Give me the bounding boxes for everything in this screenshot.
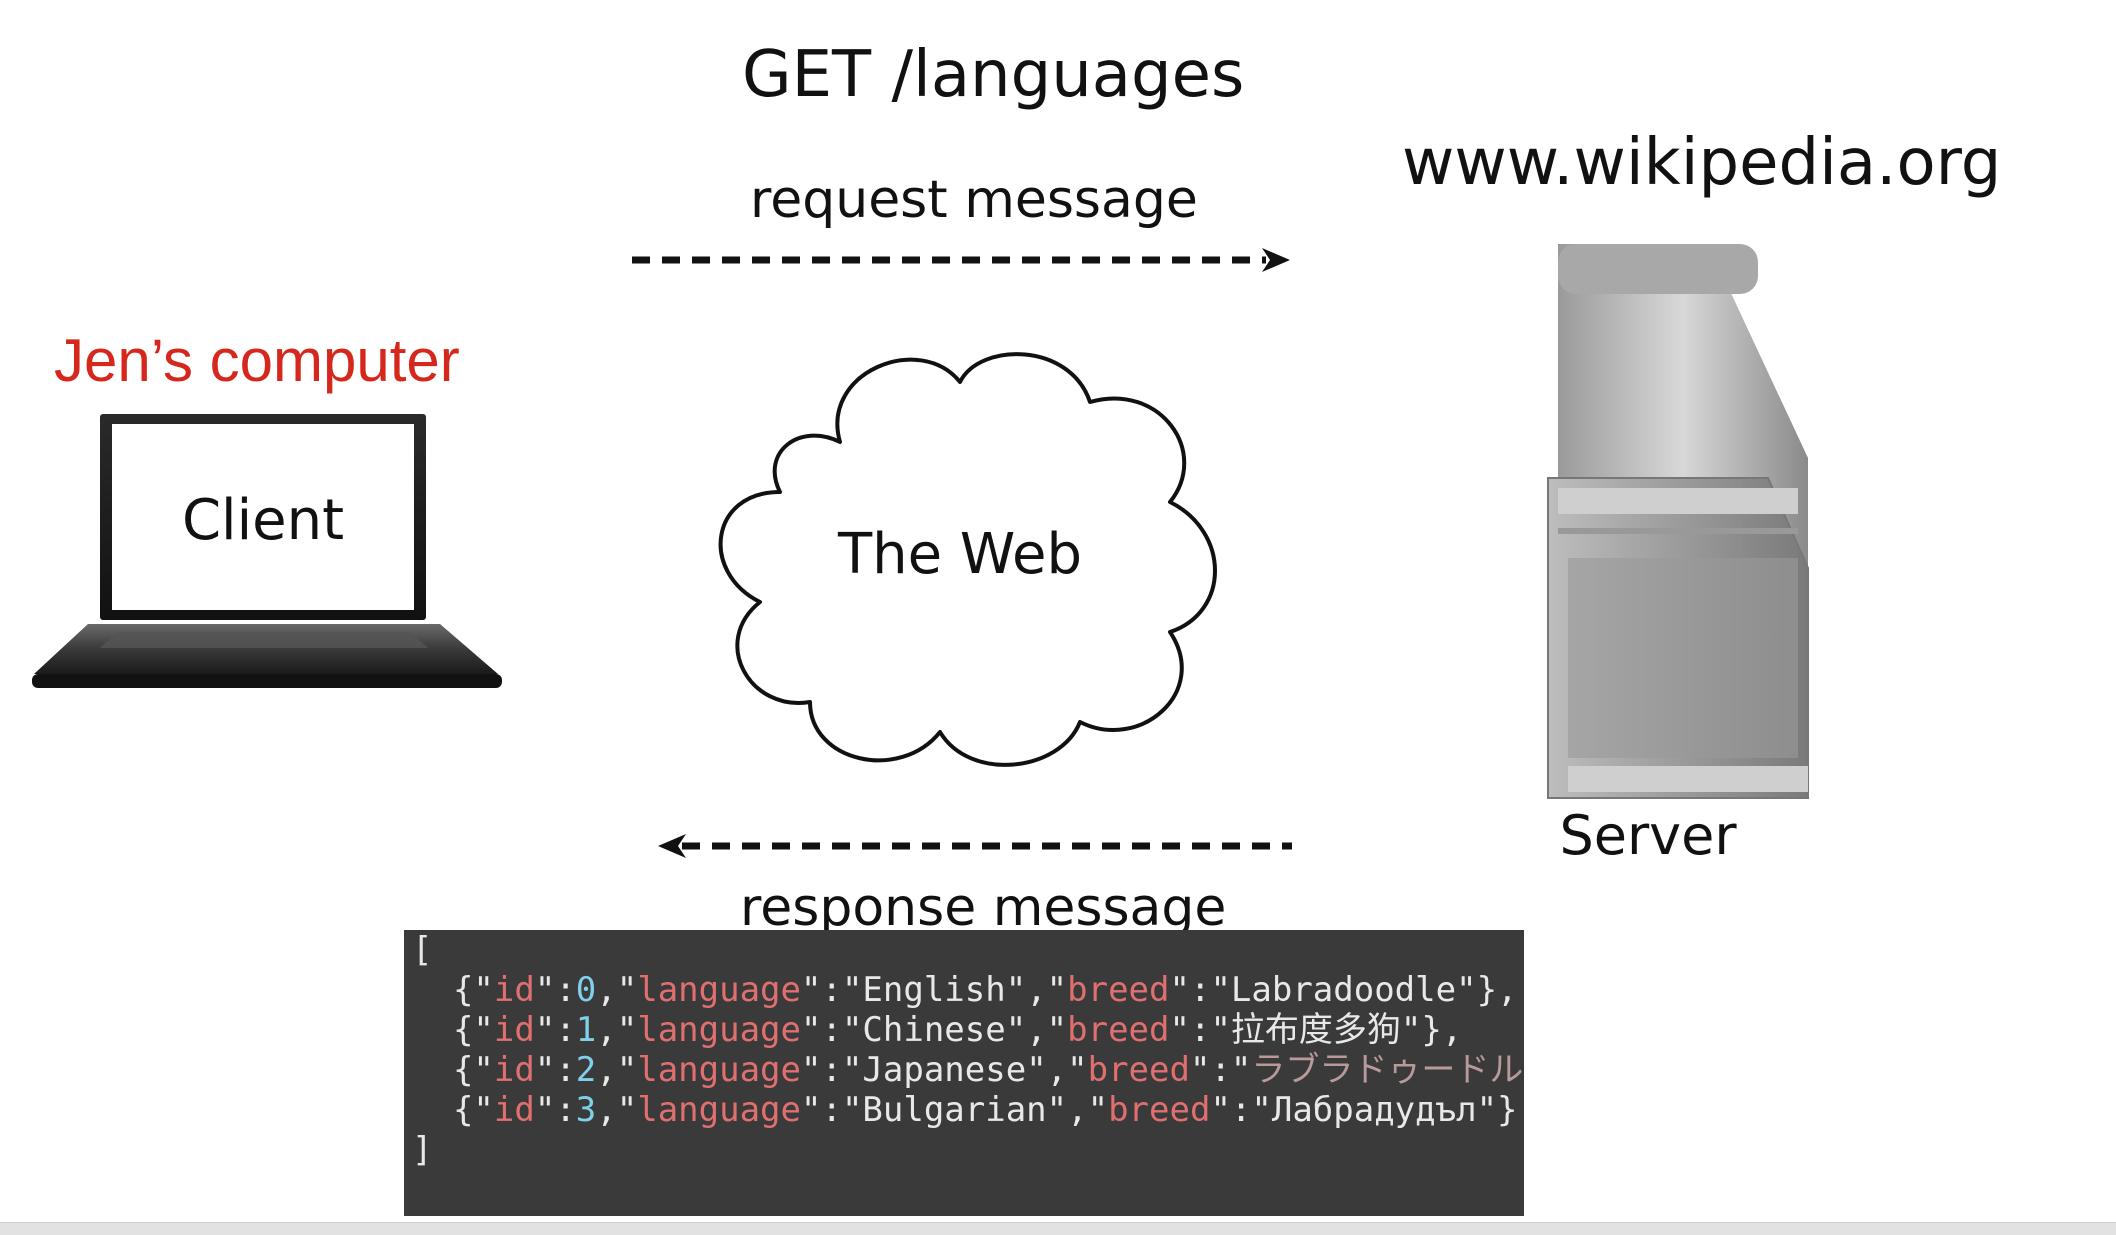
- response-message-label: response message: [740, 878, 1227, 938]
- request-arrow: [632, 248, 1290, 272]
- json-response-panel: [ {"id":0,"language":"English","breed":"…: [404, 930, 1524, 1216]
- laptop-icon: [32, 414, 502, 688]
- cloud-icon: [718, 352, 1217, 767]
- json-record: {"id":3,"language":"Bulgarian","breed":"…: [412, 1090, 1518, 1130]
- json-close-bracket: ]: [412, 1130, 433, 1170]
- json-record: {"id":1,"language":"Chinese","breed":"拉布…: [412, 1010, 1463, 1050]
- bottom-scrollbar[interactable]: [0, 1222, 2116, 1235]
- json-record: {"id":0,"language":"English","breed":"La…: [412, 970, 1518, 1010]
- json-record: {"id":2,"language":"Japanese","breed":"ラ…: [412, 1050, 1524, 1090]
- request-line: GET /languages: [742, 38, 1245, 112]
- response-arrow: [658, 834, 1292, 858]
- server-label: Server: [1559, 804, 1737, 867]
- client-label: Client: [181, 488, 345, 553]
- client-owner-label: Jen’s computer: [54, 327, 460, 394]
- server-hostname: www.wikipedia.org: [1402, 126, 2002, 200]
- network-label: The Web: [837, 522, 1083, 587]
- server-icon: [1547, 244, 1809, 799]
- json-open-bracket: [: [412, 930, 433, 970]
- request-message-label: request message: [750, 170, 1198, 230]
